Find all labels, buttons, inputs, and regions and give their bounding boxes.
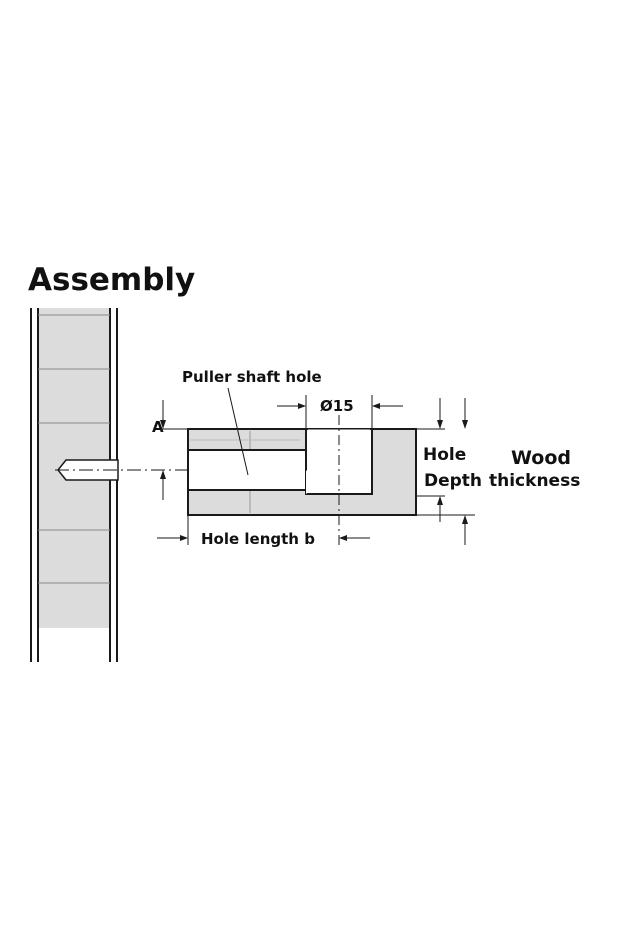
label-dimension-a: A [152, 418, 164, 436]
wood-block [187, 415, 475, 545]
label-hole-length-b: Hole length b [201, 530, 315, 548]
leader-puller [227, 387, 249, 476]
label-thickness: thickness [489, 471, 580, 491]
label-hole: Hole [423, 445, 466, 465]
wood-thickness-dimension [462, 398, 468, 545]
label-depth: Depth [424, 471, 482, 491]
puller-shaft-bore [187, 449, 311, 491]
label-puller-shaft-hole: Puller shaft hole [182, 368, 322, 386]
label-diameter: Ø15 [320, 397, 354, 415]
hole-length-dimension [157, 515, 370, 545]
hole-depth-dimension [437, 398, 443, 522]
dimension-a [155, 400, 188, 500]
left-panel [30, 308, 119, 662]
label-wood: Wood [511, 447, 571, 469]
diagram-title: Assembly [28, 262, 195, 298]
diameter-dimension [277, 395, 403, 429]
